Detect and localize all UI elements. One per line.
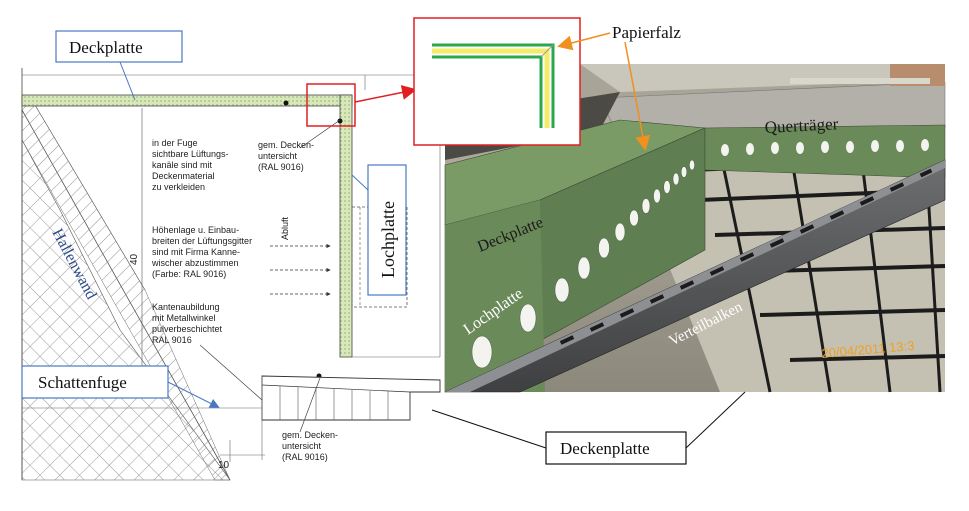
note-kanten: Kantenaubildung mit Metallwinkel pulverb… (152, 302, 225, 345)
papierfalz-arrow-photo (624, 41, 651, 151)
svg-text:Schattenfuge: Schattenfuge (38, 373, 127, 392)
zoom-detail-box (413, 17, 581, 146)
svg-text:Deckplatte: Deckplatte (69, 38, 143, 57)
schattenfuge-callout: Schattenfuge (21, 365, 220, 408)
photo-label-quertraeger: Querträger (764, 114, 839, 137)
dimension-10: 10 (218, 460, 230, 471)
site-photo: Querträger Deckplatte Lochplatte Verteil… (444, 64, 946, 393)
technical-drawing: 40 Abluft 10 in der (21, 68, 441, 481)
note-decken-bottom: gem. Decken- untersicht (RAL 9016) (282, 430, 341, 462)
lochplatte-callout: Lochplatte (351, 164, 407, 296)
papierfalz-label: Papierfalz (612, 23, 681, 42)
deckenplatte-callout: Deckenplatte (431, 391, 746, 465)
deckplatte-callout: Deckplatte (55, 30, 183, 101)
note-fuge: in der Fuge sichtbare Lüftungs- kanäle s… (152, 138, 231, 192)
deckenplatte-drawing (261, 375, 441, 421)
abluft-label: Abluft (280, 216, 290, 240)
dimension-40: 40 (129, 253, 140, 265)
svg-text:Lochplatte: Lochplatte (378, 201, 398, 278)
note-hoehenlage: Höhenlage u. Einbau- breiten der Lüftung… (151, 225, 255, 279)
note-decken-top: gem. Decken- untersicht (RAL 9016) (258, 140, 317, 172)
detail-highlight-box (306, 83, 356, 127)
svg-text:Deckenplatte: Deckenplatte (560, 439, 650, 458)
papierfalz-arrow-zoom (557, 32, 611, 51)
